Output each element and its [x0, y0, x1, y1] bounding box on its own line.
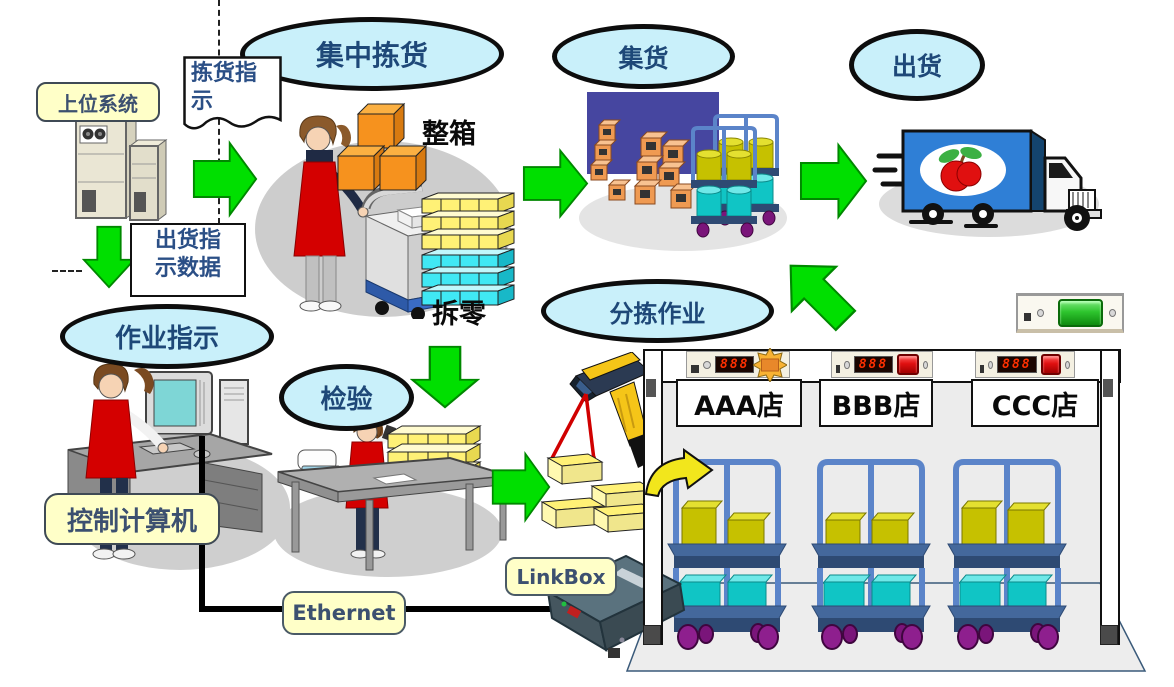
picking-instruction-note: 拣货指 示: [183, 56, 282, 140]
delivery-truck-icon: [872, 129, 1102, 237]
split-case-label: 拆零: [432, 299, 486, 330]
store-plate-ccc: CCC店: [971, 379, 1099, 427]
linkbox-label: LinkBox: [505, 557, 617, 596]
sorting-post-left: [643, 349, 663, 645]
pick-to-light-module-aaa: 888: [686, 348, 790, 382]
post-foot: [643, 625, 661, 645]
sensor-icon: [836, 364, 841, 373]
arrow-inspection-to-sorting: [491, 451, 551, 523]
full-case-label: 整箱: [422, 119, 476, 150]
shipping-data-note: 出货指 示数据: [130, 223, 246, 297]
arrow-sorting-to-collection: [761, 236, 874, 349]
red-confirm-button[interactable]: [897, 354, 919, 375]
post-foot: [1100, 625, 1118, 645]
put-to-cart-arrow: [644, 448, 714, 498]
inspection-scene: [274, 415, 511, 577]
screw-icon: [1037, 308, 1045, 317]
arrow-to-inspection: [410, 345, 480, 409]
pick-to-light-module-ccc: 888: [975, 351, 1075, 378]
arrow-collection-to-shipping: [799, 142, 868, 220]
arrow-picking-to-collection: [522, 147, 589, 220]
arrow-host-to-workstation: [82, 225, 136, 289]
control-computer-label: 控制计算机: [44, 493, 220, 545]
digit-display: 888: [997, 356, 1037, 373]
sensor-icon: [980, 364, 985, 373]
full-case-boxes-icon: [336, 102, 428, 192]
stage-collection: 集货: [552, 24, 735, 89]
host-server-icon: [74, 113, 168, 221]
split-case-yellow-stack-icon: [421, 192, 515, 250]
stage-sorting: 分拣作业: [541, 279, 774, 343]
host-system-label: 上位系统: [36, 82, 160, 122]
post-bracket: [1103, 379, 1113, 397]
sensor-icon: [691, 364, 699, 373]
note-paper-shape: [183, 56, 282, 130]
screw-icon: [703, 360, 711, 369]
arrow-host-to-picking: [192, 140, 258, 218]
digit-display: 888: [853, 356, 894, 373]
sorting-cart-icon: [811, 459, 931, 650]
sorting-post-right: [1100, 349, 1120, 645]
picking-instruction-text: 拣货指 示: [191, 61, 258, 114]
pick-to-light-module-bbb: 888: [831, 351, 933, 378]
stage-inspection: 检验: [279, 364, 414, 431]
stage-work-instruction: 作业指示: [60, 304, 274, 369]
post-bracket: [646, 379, 656, 397]
dashed-flow-line-horizontal: [52, 270, 82, 272]
stage-shipping: 出货: [849, 29, 985, 101]
arrow-shape: [789, 264, 857, 332]
store-plate-aaa: AAA店: [676, 379, 802, 427]
split-case-cyan-stack-icon: [421, 248, 515, 306]
store-plate-bbb: BBB店: [819, 379, 933, 427]
sorting-cart-icon: [947, 459, 1067, 650]
screw-icon: [1108, 308, 1116, 317]
digit-display: 888: [715, 356, 755, 373]
spare-module-green: [1016, 293, 1124, 333]
collection-scene: [579, 92, 787, 251]
red-confirm-button[interactable]: [1040, 354, 1061, 375]
screw-icon: [1064, 360, 1070, 369]
sensor-icon: [1024, 312, 1032, 321]
screw-icon: [844, 360, 850, 369]
orange-star-lamp-icon[interactable]: [753, 348, 787, 382]
screw-icon: [922, 360, 929, 369]
green-confirm-button[interactable]: [1058, 298, 1103, 327]
ethernet-label: Ethernet: [282, 591, 406, 635]
screw-icon: [988, 360, 994, 369]
stage-centralized-picking: 集中拣货: [240, 17, 504, 91]
